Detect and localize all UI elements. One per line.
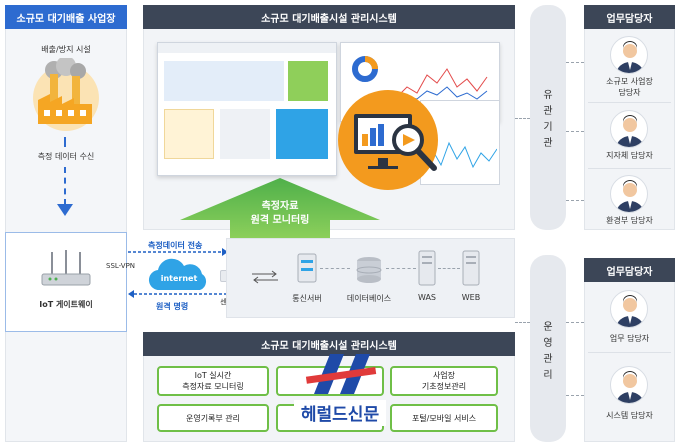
was-server-icon bbox=[418, 250, 436, 286]
facility-label: 배출/방지 시설 bbox=[41, 45, 91, 54]
internet-label: internet bbox=[160, 274, 198, 283]
web-screenshot-left bbox=[157, 42, 337, 176]
screenshot-green-card bbox=[288, 61, 328, 101]
connector-right-4 bbox=[566, 322, 584, 323]
connector-right-5 bbox=[566, 395, 584, 396]
bidirectional-arrow-icon bbox=[252, 270, 278, 284]
screenshot-card-2 bbox=[220, 109, 270, 159]
internet-cloud-icon bbox=[148, 258, 207, 291]
related-agency-char-1: 유 bbox=[543, 90, 553, 101]
person-icon bbox=[616, 115, 644, 147]
server-link-3 bbox=[438, 268, 460, 269]
receive-line-lower bbox=[64, 167, 66, 205]
monitoring-arrow bbox=[180, 178, 380, 238]
left-panel-title: 소규모 대기배출 사업장 bbox=[5, 5, 127, 29]
function-operation-log-label: 운영기록부 관리 bbox=[185, 413, 241, 423]
related-agency-char-3: 기 bbox=[543, 122, 553, 133]
system-manager-avatar bbox=[610, 366, 648, 404]
right-bottom-divider bbox=[588, 352, 671, 353]
connector-top-center bbox=[515, 118, 530, 119]
send-arrow bbox=[128, 248, 228, 256]
env-ministry-label: 환경부 담당자 bbox=[606, 216, 653, 225]
function-site-info[interactable]: 사업장 기초정보관리 bbox=[390, 366, 498, 396]
local-gov-label: 지자체 담당자 bbox=[606, 151, 653, 160]
related-agency-char-4: 관 bbox=[543, 138, 553, 149]
related-agency-char-2: 관 bbox=[543, 106, 553, 117]
right-top-title: 업무담당자 bbox=[584, 5, 675, 29]
person-icon bbox=[616, 371, 644, 403]
connector-bottom-center bbox=[515, 322, 530, 323]
operation-char-1: 운 bbox=[543, 322, 553, 333]
arrow-text-line2: 원격 모니터링 bbox=[250, 215, 310, 226]
connector-right-2 bbox=[566, 131, 584, 132]
router-icon bbox=[41, 250, 91, 286]
donut-chart-icon bbox=[352, 56, 378, 82]
person-icon bbox=[616, 180, 644, 212]
task-manager-label: 업무 담당자 bbox=[609, 334, 650, 343]
connector-right-3 bbox=[566, 200, 584, 201]
database-icon bbox=[356, 257, 382, 283]
function-portal-mobile[interactable]: 포털/모바일 서비스 bbox=[390, 404, 498, 432]
arrow-text-line1: 측정자료 bbox=[261, 201, 299, 212]
operation-column bbox=[530, 255, 566, 442]
watermark-text: 헤럴드신문 bbox=[294, 400, 386, 426]
site-manager-avatar bbox=[610, 36, 648, 74]
related-agency-column bbox=[530, 5, 566, 230]
right-top-divider-2 bbox=[588, 168, 671, 169]
remote-label: 원격 명령 bbox=[156, 302, 189, 311]
person-icon bbox=[616, 295, 644, 327]
system-manager-label: 시스템 담당자 bbox=[606, 411, 653, 420]
server-label-comm: 통신서버 bbox=[292, 294, 322, 303]
server-label-was: WAS bbox=[417, 293, 437, 302]
operation-char-2: 영 bbox=[543, 338, 553, 349]
env-ministry-avatar bbox=[610, 175, 648, 213]
function-iot-monitoring[interactable]: IoT 실시간 측정자료 모니터링 bbox=[157, 366, 269, 396]
screenshot-header-bar bbox=[158, 43, 336, 53]
remote-arrow bbox=[128, 290, 228, 298]
right-top-divider-1 bbox=[588, 102, 671, 103]
local-gov-avatar bbox=[610, 110, 648, 148]
comm-server-icon bbox=[297, 253, 317, 283]
screenshot-card-1 bbox=[164, 109, 214, 159]
server-link-1 bbox=[320, 268, 350, 269]
right-bottom-panel bbox=[584, 258, 675, 442]
operation-char-4: 리 bbox=[543, 370, 553, 381]
server-link-2 bbox=[386, 268, 416, 269]
function-site-info-label: 사업장 기초정보관리 bbox=[421, 371, 467, 391]
center-bottom-title: 소규모 대기배출시설 관리시스템 bbox=[143, 332, 515, 356]
function-iot-label: IoT 실시간 측정자료 모니터링 bbox=[182, 371, 244, 391]
server-label-db: 데이터베이스 bbox=[346, 294, 392, 303]
function-operation-log[interactable]: 운영기록부 관리 bbox=[157, 404, 269, 432]
web-server-icon bbox=[462, 250, 480, 286]
screenshot-banner bbox=[164, 61, 284, 101]
mini-line-chart-icon bbox=[425, 141, 497, 169]
send-label: 측정데이터 전송 bbox=[148, 241, 203, 250]
function-portal-mobile-label: 포털/모바일 서비스 bbox=[411, 413, 477, 423]
site-manager-label: 소규모 사업장 담당자 bbox=[606, 77, 653, 97]
task-manager-avatar bbox=[610, 290, 648, 328]
monitor-magnifier-icon bbox=[338, 90, 438, 190]
ssl-label: SSL-VPN bbox=[106, 262, 136, 270]
receive-arrow-icon bbox=[57, 204, 73, 216]
screenshot-card-3 bbox=[276, 109, 328, 159]
receive-line-upper bbox=[64, 137, 66, 147]
watermark-logo-icon bbox=[305, 354, 377, 394]
gateway-label: IoT 게이트웨이 bbox=[39, 300, 93, 309]
receive-label: 측정 데이터 수신 bbox=[37, 152, 95, 161]
operation-char-3: 관 bbox=[543, 354, 553, 365]
center-top-title: 소규모 대기배출시설 관리시스템 bbox=[143, 5, 515, 29]
connector-right-1 bbox=[566, 62, 584, 63]
person-icon bbox=[616, 41, 644, 73]
factory-icon bbox=[33, 58, 99, 131]
server-label-web: WEB bbox=[461, 293, 481, 302]
right-bottom-title: 업무담당자 bbox=[584, 258, 675, 282]
